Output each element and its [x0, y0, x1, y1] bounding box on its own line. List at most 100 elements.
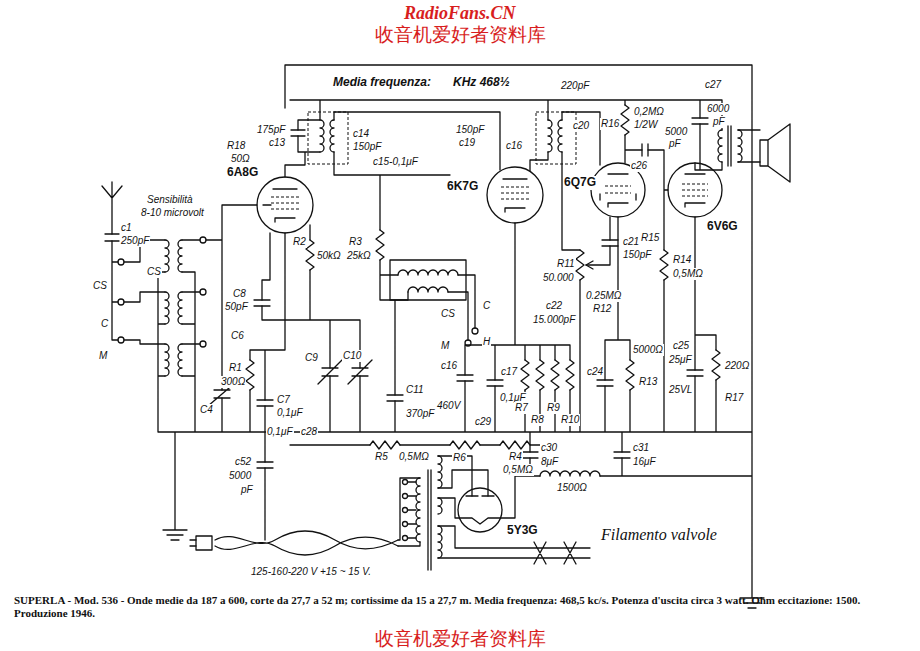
- switch-contact: [472, 328, 478, 334]
- component-label: c16: [505, 140, 523, 152]
- tube-label: 6A8G: [226, 166, 259, 180]
- component-label: R12: [592, 303, 612, 315]
- component-label: 460V: [436, 400, 461, 412]
- component-label: c14: [352, 128, 370, 140]
- component-label: pF: [712, 116, 726, 128]
- tube-symbol: [668, 163, 722, 217]
- component-label: c13: [268, 137, 286, 149]
- switch-contact: [403, 480, 408, 485]
- switch-contact: [465, 340, 471, 346]
- rectifier-tube-symbol: [458, 488, 502, 532]
- component-label: 50.000: [542, 272, 575, 284]
- resistor-symbol: [246, 105, 720, 449]
- component-label: 50Ω: [230, 153, 251, 165]
- component-label: CS: [92, 280, 108, 292]
- component-label: R18: [226, 140, 246, 152]
- component-label: c24: [586, 366, 604, 378]
- component-label: R2: [292, 236, 307, 248]
- frequency-note: Media frequenza:: [332, 76, 432, 90]
- potentiometer-wiper: [586, 261, 593, 269]
- component-label: C4: [199, 404, 214, 416]
- component-label: 0,5MΩ: [502, 464, 534, 476]
- component-label: pF: [240, 484, 254, 496]
- tube-symbol: [487, 167, 543, 223]
- tube-grid: [271, 197, 299, 209]
- component-label: 0,1μF: [266, 426, 294, 438]
- wire: [102, 65, 764, 608]
- oscillator-coil-box: [390, 260, 466, 300]
- filament-note: Filamento valvole: [600, 526, 718, 544]
- tube-grid: [682, 184, 708, 196]
- component-label: C6: [230, 330, 245, 342]
- tube-grid: [501, 187, 529, 199]
- component-label: C: [100, 318, 109, 330]
- component-label: R14: [672, 254, 692, 266]
- component-label: C9: [304, 352, 319, 364]
- component-label: c19: [458, 137, 476, 149]
- component-label: 175pF: [256, 124, 286, 136]
- component-label: R10: [560, 414, 580, 426]
- component-label: c25: [672, 340, 690, 352]
- switch-contact: [200, 341, 206, 347]
- component-label: c30: [540, 442, 558, 454]
- component-label: c31: [632, 442, 650, 454]
- tube-label: 5Y3G: [506, 524, 539, 538]
- tube-envelope: [668, 163, 722, 217]
- switch-contact: [200, 289, 206, 295]
- tube-envelope: [487, 167, 543, 223]
- switch-contacts: [118, 237, 478, 541]
- component-label: C: [482, 300, 491, 312]
- component-label: 125-160-220 V +15 ~ 15 V.: [250, 566, 372, 578]
- switch-contact: [403, 536, 408, 541]
- component-label: R9: [546, 402, 561, 414]
- component-label: 150pF: [622, 249, 652, 261]
- loudspeaker-symbol: [760, 124, 790, 182]
- component-label: Sensibilità: [146, 194, 194, 206]
- component-label: R15: [640, 232, 660, 244]
- capacitor-symbol: [105, 118, 708, 468]
- component-label: R17: [724, 392, 744, 404]
- watermark: RadioFans.CN: [403, 3, 517, 24]
- component-label: 220Ω: [724, 360, 750, 372]
- component-label: c52: [234, 456, 252, 468]
- component-label: c27: [704, 79, 722, 91]
- switch-contact: [118, 299, 124, 305]
- component-label: 5000: [228, 470, 252, 482]
- component-label: H: [482, 336, 491, 348]
- component-label: 15.000pF: [532, 314, 576, 326]
- tube-symbol: [257, 177, 313, 233]
- component-label: 50kΩ: [316, 250, 342, 262]
- component-label: 0.25MΩ: [585, 290, 622, 302]
- switch-contact: [118, 337, 124, 343]
- component-label: c20: [572, 120, 590, 132]
- component-label: c21: [622, 236, 640, 248]
- tube-electrode: [600, 174, 636, 207]
- component-label: 25kΩ: [346, 250, 372, 262]
- component-label: 0,1μF: [276, 407, 304, 419]
- caption: SUPERLA - Mod. 536 - Onde medie da 187 a…: [14, 594, 906, 620]
- component-label: R1: [228, 362, 243, 374]
- component-label: R16: [600, 118, 620, 130]
- component-label: R3: [348, 236, 363, 248]
- component-label: R8: [530, 414, 545, 426]
- component-label: C7: [276, 394, 291, 406]
- tube-electrode: [503, 179, 527, 212]
- component-label: c26: [630, 160, 648, 172]
- component-label: 25VL: [668, 384, 693, 396]
- tube-label: 6K7G: [446, 180, 479, 194]
- frequency-note: KHz 468½: [452, 76, 511, 90]
- component-label: c22: [545, 300, 563, 312]
- component-label: 150pF: [455, 124, 485, 136]
- component-label: 0,5MΩ: [672, 268, 704, 280]
- component-label: R13: [638, 376, 658, 388]
- component-label: c28: [300, 426, 318, 438]
- component-label: C11: [405, 384, 425, 396]
- component-label: C10: [342, 350, 362, 362]
- component-label: M: [440, 340, 450, 352]
- tube-label: 6V6G: [706, 220, 739, 234]
- tube-electrode: [263, 189, 297, 222]
- component-label: 50pF: [224, 301, 249, 313]
- component-label: 6000: [706, 103, 730, 115]
